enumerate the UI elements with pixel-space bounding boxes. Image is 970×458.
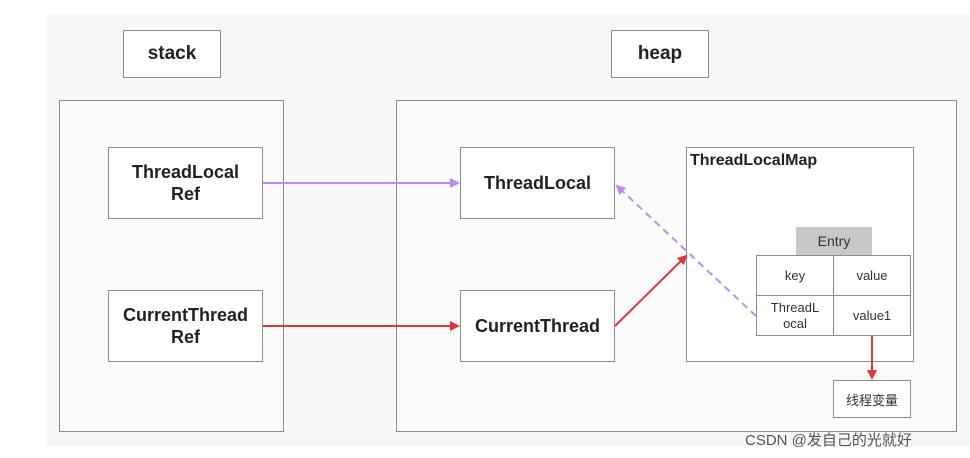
thread-variable-box: 线程变量 [833, 380, 911, 418]
threadlocal-ref-line1: ThreadLocal [131, 162, 240, 182]
entry-header-value: value [833, 255, 911, 296]
watermark: CSDN @发自己的光就好 [745, 432, 912, 449]
entry-key-cell: ThreadL ocal [756, 295, 834, 336]
entry-label: Entry [796, 227, 872, 255]
entry-value-cell: value1 [833, 295, 911, 336]
currentthread-ref-box: CurrentThread Ref [108, 290, 263, 362]
threadlocal-ref-box: ThreadLocal Ref [108, 147, 263, 219]
entry-key-line1: ThreadL [770, 299, 820, 315]
currentthread-ref-line1: CurrentThread [122, 305, 248, 325]
stack-header: stack [123, 30, 221, 78]
arrow-key-to-threadlocal [615, 184, 757, 317]
threadlocal-box: ThreadLocal [460, 147, 615, 219]
arrow-currentthread-to-map [614, 254, 688, 327]
entry-key-line2: ocal [783, 315, 807, 331]
currentthread-box: CurrentThread [460, 290, 615, 362]
heap-header: heap [611, 30, 709, 78]
threadlocal-ref-line2: Ref [170, 184, 200, 204]
currentthread-ref-line2: Ref [170, 327, 200, 347]
threadlocalmap-title: ThreadLocalMap [690, 152, 818, 169]
